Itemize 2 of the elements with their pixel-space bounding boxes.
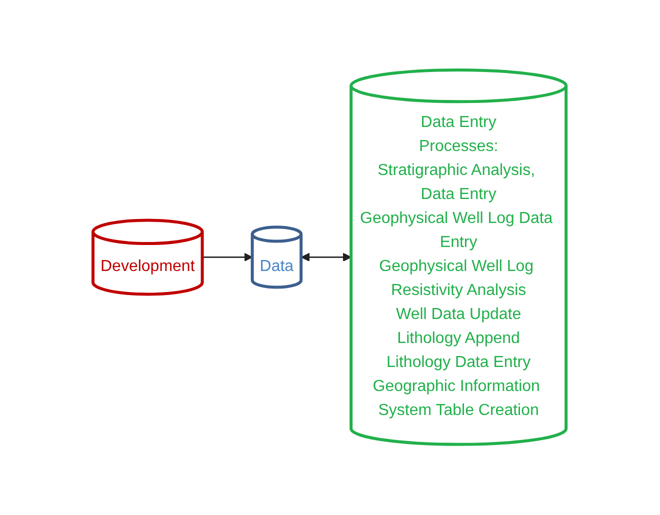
arrow — [302, 253, 352, 262]
arrow — [202, 253, 254, 262]
